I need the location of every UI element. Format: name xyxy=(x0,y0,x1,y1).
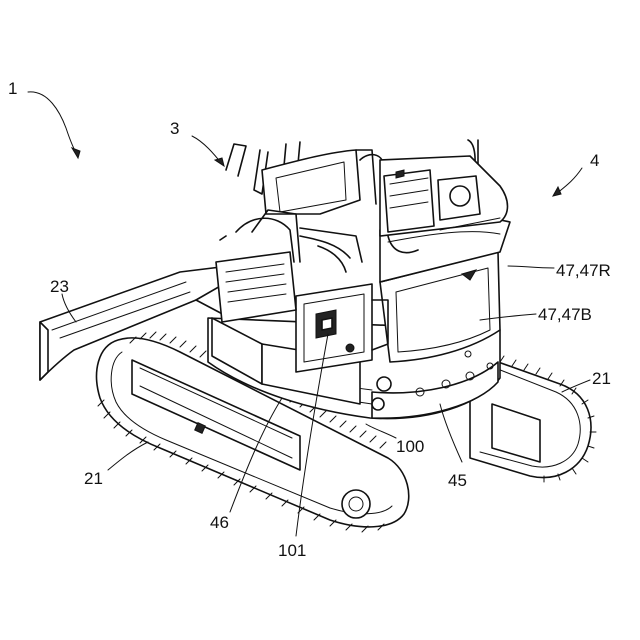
label-46: 46 xyxy=(210,513,229,532)
label-1: 1 xyxy=(8,79,17,98)
label-101: 101 xyxy=(278,541,306,560)
label-21-right: 21 xyxy=(592,369,611,388)
label-21-left: 21 xyxy=(84,469,103,488)
label-23: 23 xyxy=(50,277,69,296)
label-47-47r: 47,47R xyxy=(556,261,611,280)
engine-compartment xyxy=(380,156,508,236)
label-3: 3 xyxy=(170,119,179,138)
label-4: 4 xyxy=(590,151,599,170)
label-47-47b: 47,47B xyxy=(538,305,592,324)
label-100: 100 xyxy=(396,437,424,456)
label-45: 45 xyxy=(448,471,467,490)
